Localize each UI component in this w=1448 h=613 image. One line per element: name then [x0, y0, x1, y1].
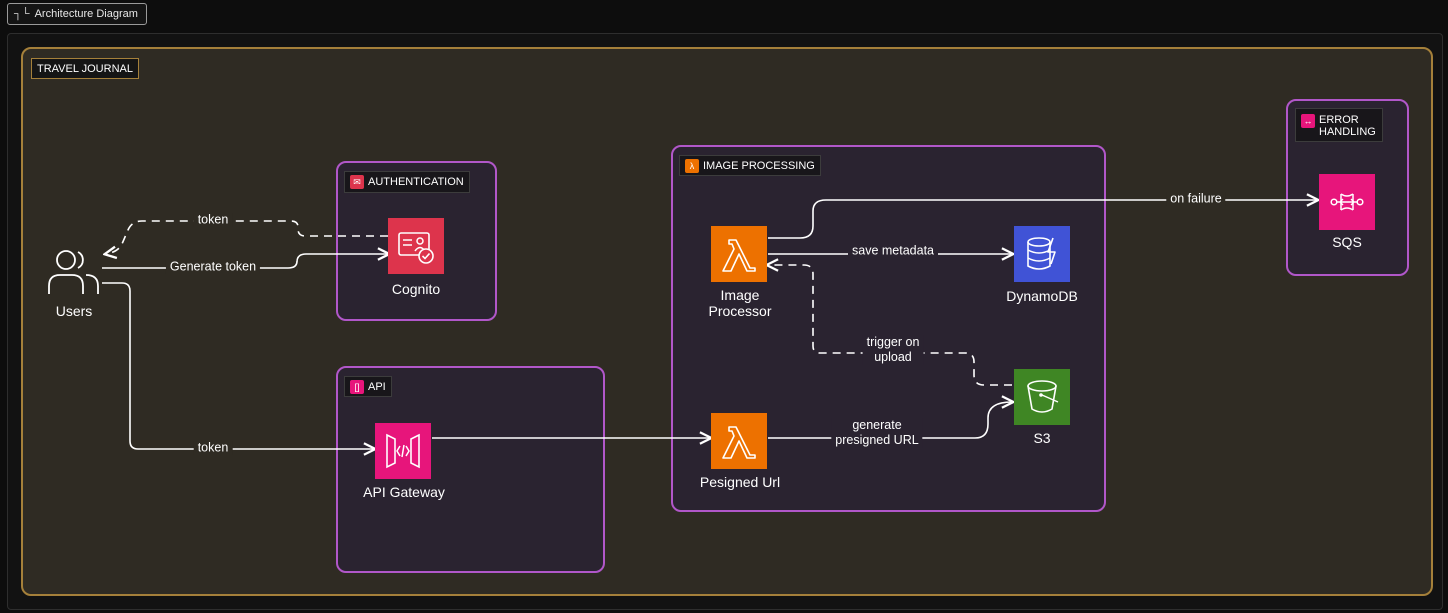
error-handling-label: ERROR HANDLING	[1319, 114, 1376, 138]
dynamodb-node[interactable]	[1014, 226, 1070, 282]
users-node[interactable]	[46, 244, 102, 296]
edge-label-trigger-upload: trigger on upload	[862, 335, 924, 365]
s3-bucket-icon	[1027, 380, 1059, 413]
lambda-tag-icon: λ	[685, 158, 699, 173]
sqs-node[interactable]	[1319, 174, 1375, 230]
users-icon	[48, 250, 99, 294]
lambda-icon	[722, 239, 756, 272]
edge-s3-to-processor	[768, 265, 1012, 386]
group-title-travel-journal: TRAVEL JOURNAL	[31, 58, 139, 79]
edge-label-generate-presigned: generate presigned URL	[831, 418, 923, 448]
image-processor-node[interactable]	[711, 226, 767, 282]
group-title-image-processing: λ IMAGE PROCESSING	[679, 155, 821, 176]
api-gateway-node[interactable]	[375, 423, 431, 479]
cognito-label: Cognito	[391, 281, 441, 297]
edge-label-generate-token: Generate token	[165, 259, 261, 275]
api-label: API	[368, 380, 386, 393]
edge-label-token-api: token	[193, 440, 233, 456]
api-tag-icon: []	[350, 379, 364, 394]
presigned-url-label: Pesigned Url	[699, 474, 781, 490]
sqs-tag-icon: ↔	[1301, 114, 1315, 128]
api-gateway-icon	[386, 433, 420, 469]
presigned-url-node[interactable]	[711, 413, 767, 469]
cognito-tag-icon: ✉	[350, 175, 364, 189]
s3-node[interactable]	[1014, 369, 1070, 425]
edge-cognito-to-users	[106, 220, 388, 254]
sqs-label: SQS	[1332, 234, 1362, 250]
image-processor-label: Image Processor	[708, 287, 772, 319]
cognito-node[interactable]	[388, 218, 444, 274]
diagram-tab-label: Architecture Diagram	[34, 8, 138, 20]
authentication-label: AUTHENTICATION	[368, 176, 464, 188]
diagram-tab[interactable]: ┐└ Architecture Diagram	[7, 3, 147, 25]
edge-processor-to-sqs	[768, 200, 1317, 239]
api-gateway-label: API Gateway	[363, 484, 445, 500]
lambda-icon	[722, 426, 756, 459]
dynamodb-icon	[1027, 237, 1056, 270]
edge-label-save-metadata: save metadata	[848, 243, 938, 259]
edge-label-token-return: token	[193, 212, 233, 228]
group-title-api: [] API	[344, 376, 392, 397]
edge-presigned-to-s3	[768, 402, 1012, 439]
s3-label: S3	[1033, 430, 1051, 446]
dynamodb-label: DynamoDB	[1006, 288, 1078, 304]
sqs-icon	[1330, 193, 1364, 211]
group-title-error-handling: ↔ ERROR HANDLING	[1295, 108, 1383, 142]
group-title-authentication: ✉ AUTHENTICATION	[344, 171, 470, 193]
image-processing-label: IMAGE PROCESSING	[703, 159, 815, 172]
edge-label-on-failure: on failure	[1166, 191, 1226, 207]
travel-journal-label: TRAVEL JOURNAL	[37, 62, 133, 75]
diagram-icon: ┐└	[14, 8, 30, 20]
edge-users-to-apigw	[102, 282, 374, 449]
users-label: Users	[55, 303, 93, 319]
cognito-icon	[398, 232, 434, 264]
edge-users-to-cognito	[102, 254, 388, 269]
